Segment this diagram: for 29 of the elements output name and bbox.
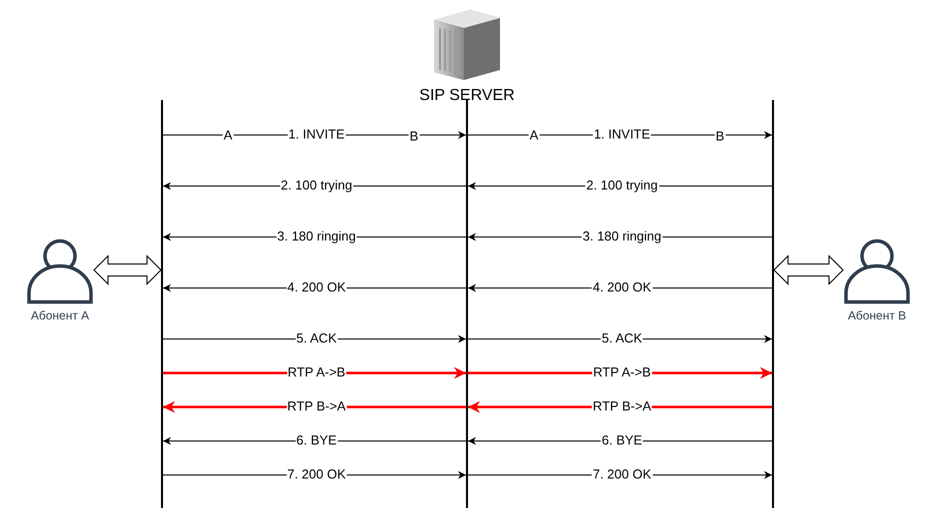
edge-label: 3. 180 ringing — [582, 228, 662, 244]
endpoint-label: B — [714, 128, 726, 144]
person-icon — [843, 238, 911, 304]
edge-label: 4. 200 OK — [592, 280, 652, 294]
edge-label: 6. BYE — [295, 432, 338, 448]
edge-label: 4. 200 OK — [286, 280, 347, 294]
edge-label: 7. 200 OK — [592, 466, 652, 482]
person-icon — [26, 238, 94, 304]
lifeline — [772, 100, 774, 508]
edge-label: 2. 100 trying — [585, 178, 659, 192]
edge-label: RTP B->A — [286, 398, 347, 414]
double-arrow — [93, 254, 162, 286]
edge-label: 3. 180 ringing — [276, 228, 357, 244]
edge-label: 5. ACK — [600, 330, 644, 346]
edge-label: RTP B->A — [592, 398, 652, 414]
endpoint-label: A — [222, 128, 234, 142]
edge-label: RTP A->B — [286, 364, 346, 380]
endpoint-label: A — [528, 128, 540, 142]
edge-label: 5. ACK — [295, 330, 338, 346]
edge-label: RTP A->B — [592, 364, 652, 380]
edge-label: 7. 200 OK — [286, 466, 347, 482]
edge-label: 1. INVITE — [592, 126, 652, 142]
edge-label: 2. 100 trying — [280, 178, 354, 192]
edge-label: 1. INVITE — [287, 126, 346, 142]
lifeline — [466, 100, 468, 508]
double-arrow — [773, 254, 844, 286]
lifeline — [161, 100, 163, 508]
endpoint-label: B — [408, 128, 420, 144]
edge-label: 6. BYE — [600, 432, 644, 448]
